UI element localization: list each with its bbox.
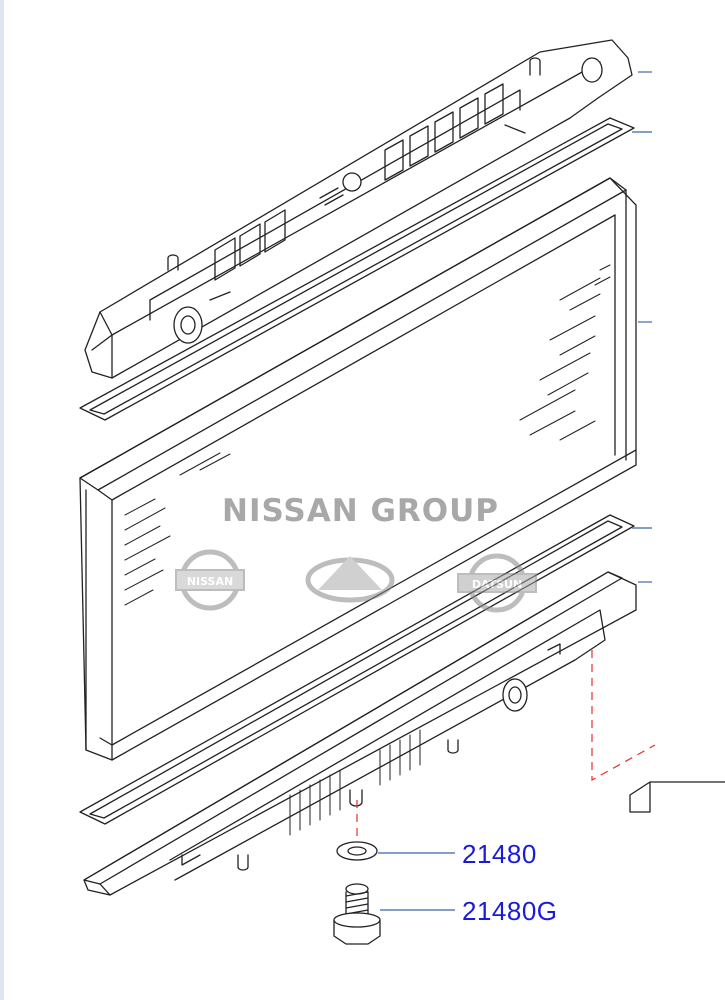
logo-text-infiniti: INFINITI: [335, 605, 366, 614]
watermark-text: NISSAN GROUP: [222, 493, 500, 529]
partial-component: [629, 781, 725, 813]
logo-text-nissan: NISSAN: [187, 575, 233, 588]
drain-washer: [336, 841, 378, 861]
nissan-logo: NISSAN: [175, 549, 245, 611]
upper-tank: [84, 39, 633, 379]
drain-bolt: [333, 883, 381, 945]
logo-text-datsun: DATSUN: [472, 578, 522, 591]
left-border: [0, 0, 4, 1000]
infiniti-logo: [305, 556, 395, 603]
lower-tank: [83, 571, 637, 896]
upper-gasket: [79, 117, 635, 421]
leader-lines: [378, 71, 652, 911]
assembly-dashed-line: [356, 650, 656, 842]
datsun-logo: DATSUN: [457, 553, 537, 613]
callout-21480g[interactable]: 21480G: [462, 896, 558, 926]
callout-21480[interactable]: 21480: [462, 839, 537, 869]
watermark-logos: NISSAN DATSUN: [175, 549, 537, 613]
